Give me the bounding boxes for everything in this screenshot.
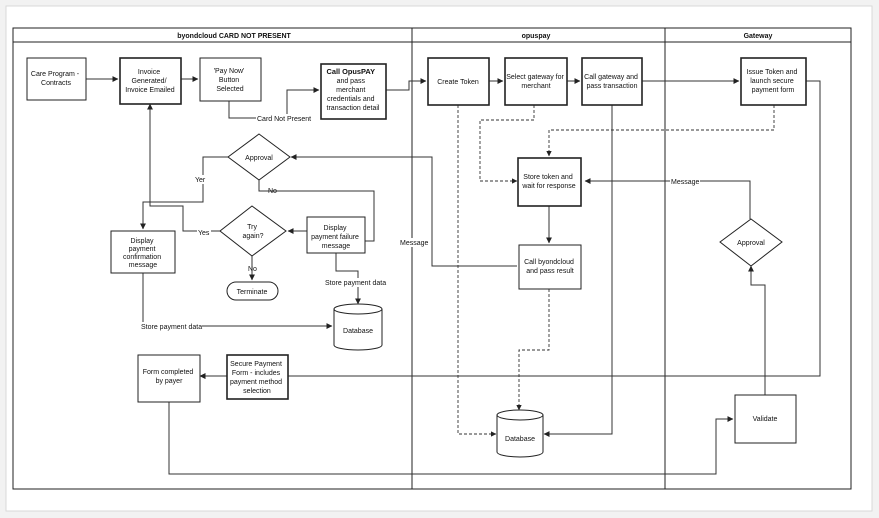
node-create-token: Create Token (427, 57, 490, 106)
node-call-byondcloud-label: Call byondcloud and pass result (524, 259, 576, 275)
edge-issue-to-form (199, 80, 821, 379)
edge-tryagain-yes (147, 103, 220, 232)
node-pay-now: 'Pay Now' Button Selected (199, 57, 262, 102)
node-secure-form-label: Secure Payment Form - includes payment m… (230, 361, 284, 395)
node-call-gateway-label: Call gateway and pass transaction (584, 74, 640, 90)
swimlanes: byondcloud CARD NOT PRESENT opuspay Gate… (12, 27, 852, 490)
label-card-not-present: Card Not Present (257, 116, 311, 123)
node-approval-2: Approval (719, 218, 783, 267)
node-call-opuspay-label: Call OpusPAY and pass merchant credentia… (327, 61, 380, 112)
lane-title-opuspay: opuspay (522, 33, 551, 40)
node-terminate: Terminate (226, 281, 279, 301)
node-store-token: Store token and wait for response (517, 157, 582, 207)
node-database-2-label: Database (505, 436, 535, 443)
node-select-gateway: Select gateway for merchant (504, 57, 568, 106)
node-try-again: Try again? (219, 205, 287, 257)
node-issue-token-label: Issue Token and launch secure payment fo… (747, 69, 800, 94)
label-no-2: No (248, 266, 257, 273)
node-database-1: Database (333, 303, 383, 351)
node-display-confirm: Display payment confirmation message (110, 230, 176, 274)
node-create-token-label: Create Token (437, 79, 479, 86)
edge-opuspay-to-token (386, 78, 427, 91)
node-care-program-label: Care Program - Contracts (31, 71, 81, 87)
node-call-opuspay: Call OpusPAY and pass merchant credentia… (320, 61, 387, 120)
node-terminate-label: Terminate (237, 289, 268, 296)
node-secure-form: Secure Payment Form - includes payment m… (226, 354, 289, 400)
label-yer: Yer (195, 177, 206, 184)
label-message-right: Message (671, 179, 700, 186)
node-approval-1-label: Approval (245, 155, 273, 162)
node-approval-2-label: Approval (737, 240, 765, 247)
node-display-confirm-label: Display payment confirmation message (123, 238, 163, 269)
node-form-completed-label: Form completed by payer (143, 369, 196, 385)
label-store-payment-data-2: Store payment data (141, 324, 202, 331)
lane-title-byondcloud: byondcloud CARD NOT PRESENT (177, 33, 291, 40)
node-display-failure-label: Display payment failure message (311, 225, 361, 250)
edge-call-to-db2 (543, 105, 613, 437)
node-approval-1: Approval (227, 133, 291, 181)
node-invoice-label: Invoice Generated/ Invoice Emailed (125, 69, 175, 94)
edge-issue-to-store (546, 105, 775, 157)
edge-approval-no (258, 180, 375, 242)
node-display-failure: Display payment failure message (306, 216, 366, 254)
node-invoice: Invoice Generated/ Invoice Emailed (119, 57, 182, 105)
lane-title-gateway: Gateway (744, 33, 773, 40)
label-no-1: No (268, 188, 277, 195)
edge-callbyond-to-db2 (516, 289, 550, 411)
edge-failure-to-db (335, 253, 361, 305)
node-pay-now-label: 'Pay Now' Button Selected (214, 68, 247, 93)
node-form-completed: Form completed by payer (137, 354, 201, 403)
node-store-token-label: Store token and wait for response (521, 174, 575, 190)
edge-labels: Card Not Present Yer No Yes No Store pay… (140, 114, 700, 331)
node-select-gateway-label: Select gateway for merchant (506, 74, 566, 90)
swimlane-border (12, 27, 852, 490)
edge-message-left (290, 154, 517, 267)
edge-validate-to-approval (748, 265, 766, 395)
node-validate-label: Validate (753, 416, 778, 423)
node-call-gateway: Call gateway and pass transaction (581, 57, 643, 106)
node-database-1-label: Database (343, 328, 373, 335)
label-yes: Yes (198, 230, 210, 237)
dashed-edges (457, 105, 775, 437)
node-issue-token: Issue Token and launch secure payment fo… (740, 57, 807, 106)
node-try-again-label: Try again? (242, 224, 263, 240)
node-care-program: Care Program - Contracts (26, 57, 87, 101)
node-database-2: Database (496, 409, 544, 458)
edge-approval-yes (140, 156, 228, 230)
node-validate: Validate (734, 394, 797, 444)
label-store-payment-data-1: Store payment data (325, 280, 386, 287)
label-message-left: Message (400, 240, 429, 247)
edge-completed-to-validate (168, 402, 734, 475)
edge-message-right (584, 178, 751, 219)
edge-select-to-store (479, 105, 535, 184)
node-call-byondcloud: Call byondcloud and pass result (518, 244, 582, 290)
